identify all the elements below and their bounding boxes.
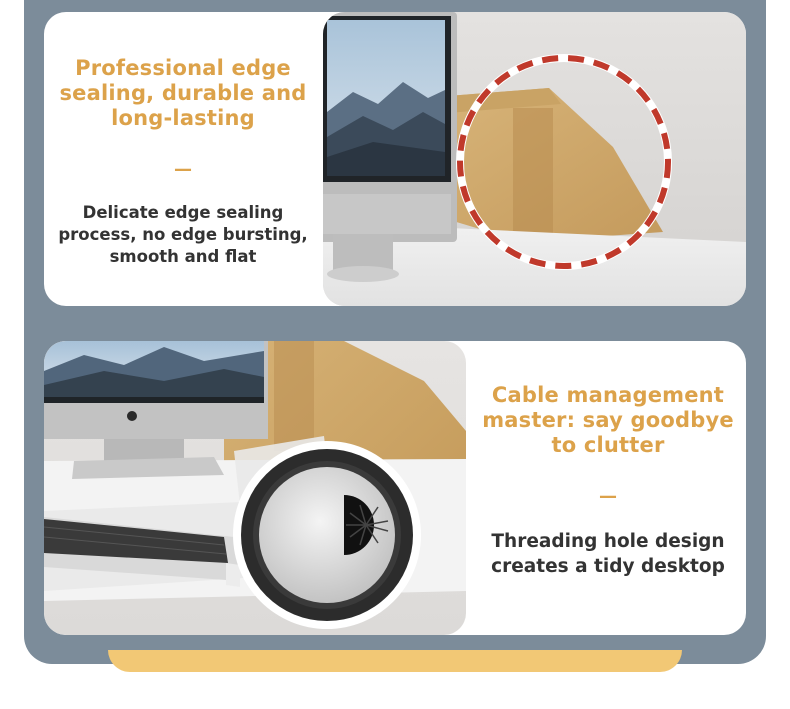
feature-text-edge-sealing: Professional edge sealing, durable and l… <box>44 56 322 268</box>
feature-description: Delicate edge sealing process, no edge b… <box>58 203 308 266</box>
feature-card-cable-management: Cable management master: say goodbye to … <box>44 341 746 635</box>
keyboard-tray <box>44 517 240 587</box>
bottom-accent-strip <box>108 650 682 672</box>
edge-sealing-illustration <box>323 12 746 306</box>
apple-logo-icon <box>127 411 137 421</box>
feature-description: Threading hole design creates a tidy des… <box>491 531 725 577</box>
cable-management-photo <box>44 341 466 635</box>
feature-card-edge-sealing: Professional edge sealing, durable and l… <box>44 12 746 306</box>
feature-headline: Professional edge sealing, durable and l… <box>59 56 307 130</box>
monitor <box>44 341 268 479</box>
monitor <box>323 12 457 282</box>
highlight-circle <box>457 55 671 269</box>
feature-text-cable-management: Cable management master: say goodbye to … <box>470 383 746 579</box>
divider-dash: — <box>599 486 617 507</box>
cable-opening <box>344 495 389 555</box>
grommet-cover <box>259 467 395 603</box>
feature-headline: Cable management master: say goodbye to … <box>482 383 734 457</box>
edge-sealing-photo <box>323 12 746 306</box>
divider-dash: — <box>174 159 192 180</box>
cable-management-illustration <box>44 341 466 635</box>
